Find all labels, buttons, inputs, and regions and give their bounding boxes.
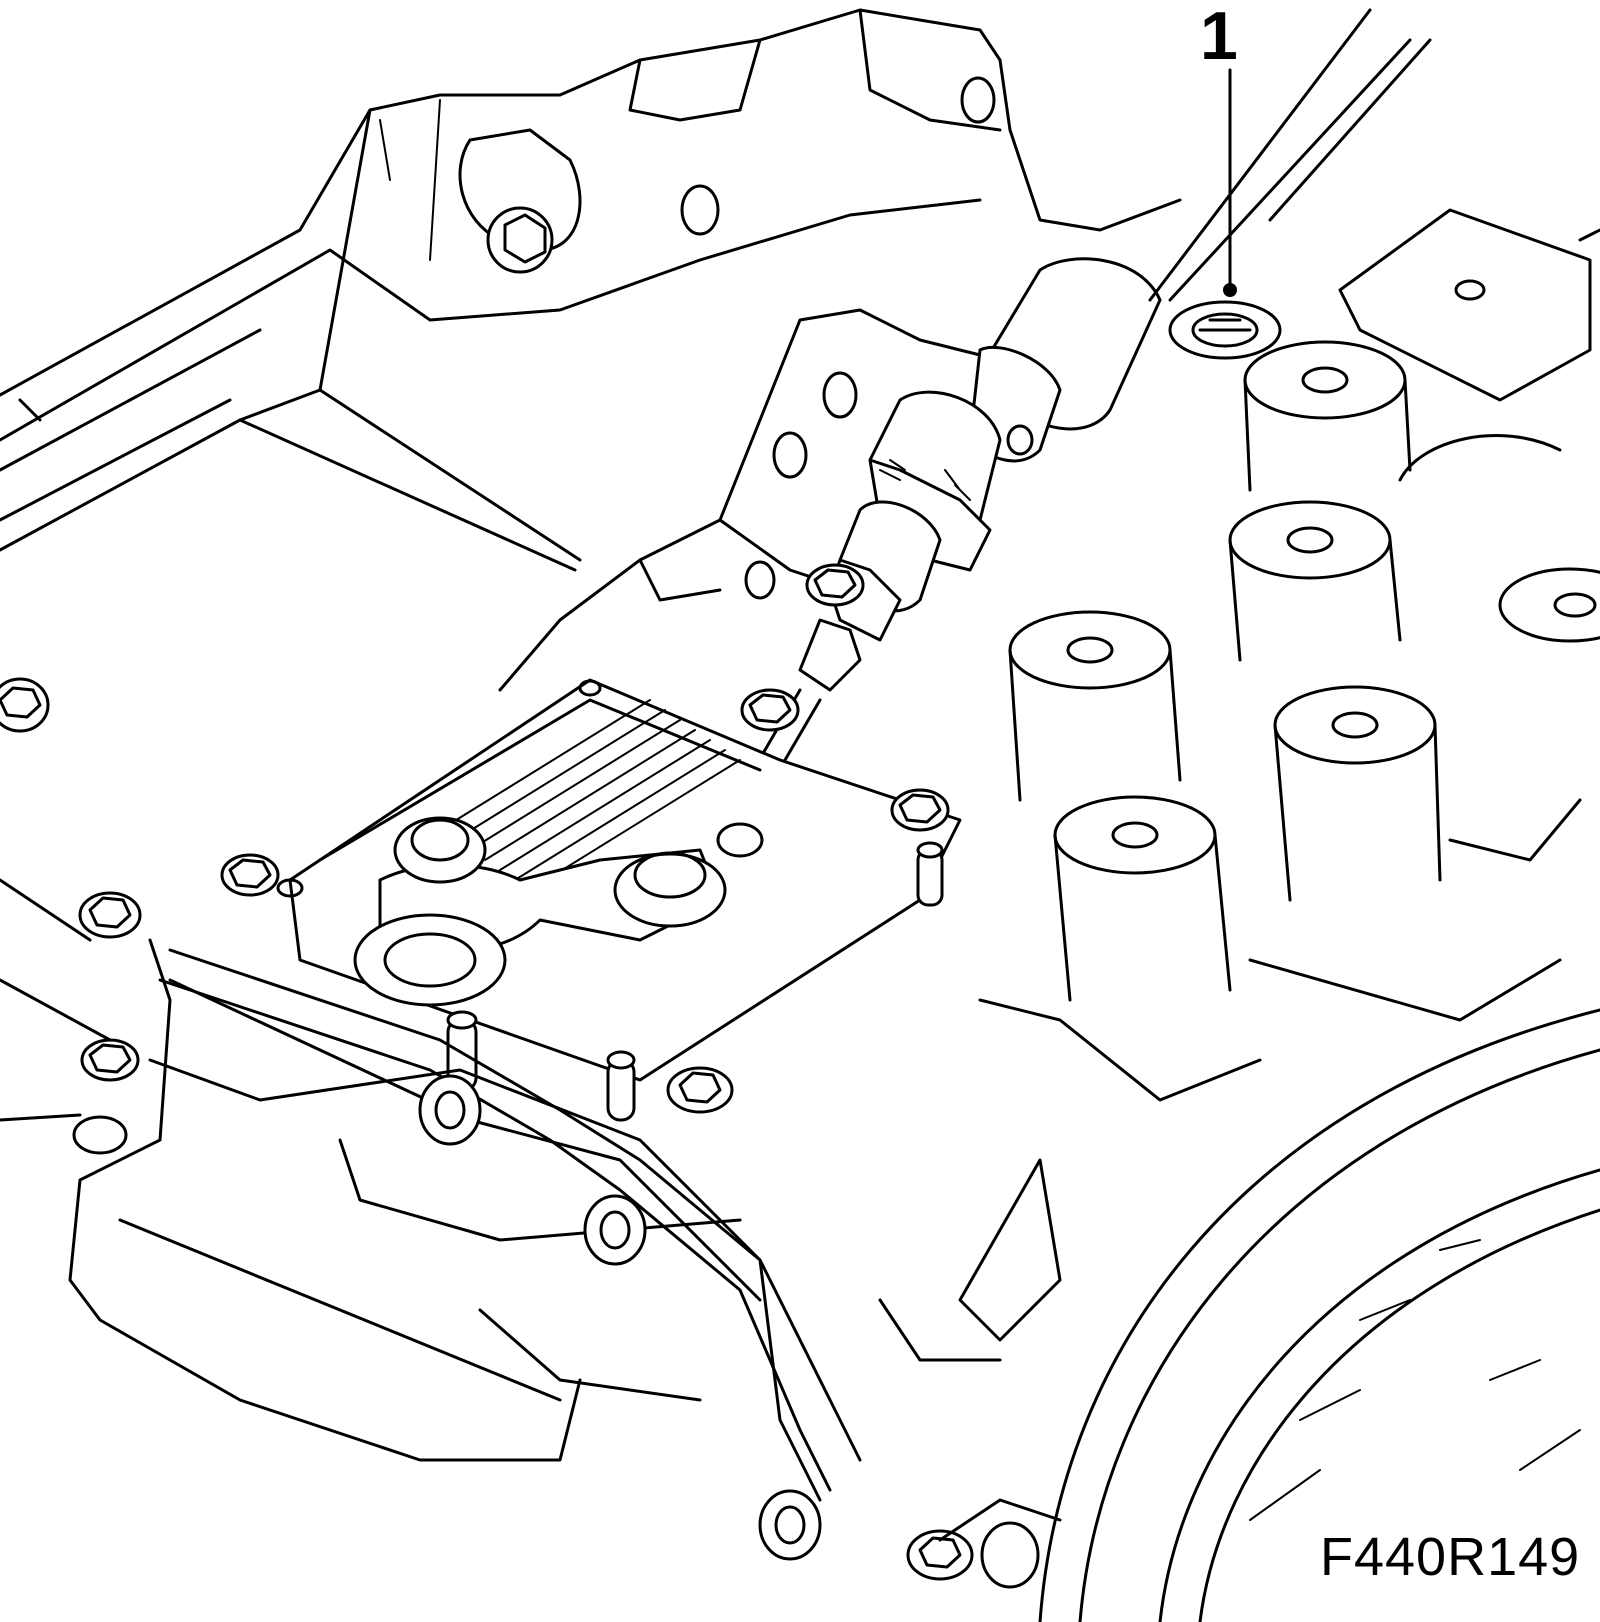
lower-pan bbox=[0, 878, 822, 1502]
figure-id: F440R149 bbox=[1320, 1527, 1581, 1587]
boss-right bbox=[1273, 685, 1442, 902]
upper-housing bbox=[0, 8, 1182, 572]
pan-flange bbox=[158, 948, 1040, 1589]
boss-far-right bbox=[1498, 567, 1600, 643]
housing-holes bbox=[680, 76, 996, 600]
bolt-g bbox=[72, 1115, 128, 1155]
boss-mid bbox=[1228, 500, 1402, 662]
boss-left bbox=[1008, 610, 1182, 802]
boss-top bbox=[1243, 340, 1412, 492]
bolt-d bbox=[220, 853, 280, 897]
upper-bolt bbox=[458, 128, 582, 274]
hex-bolts bbox=[0, 563, 974, 1581]
bolt-e bbox=[78, 891, 142, 939]
sensor-connector bbox=[728, 257, 1162, 822]
cover-ribs bbox=[439, 699, 741, 891]
boss-lower bbox=[1053, 795, 1232, 1002]
selector-lever bbox=[353, 816, 764, 1007]
callout-label-1: 1 bbox=[1200, 0, 1238, 74]
bolt-j bbox=[0, 677, 50, 733]
bolt-i bbox=[906, 1529, 974, 1581]
bosses bbox=[1008, 340, 1600, 1002]
flywheel-arc bbox=[1038, 1008, 1600, 1622]
bolt-c bbox=[890, 788, 950, 832]
bolt-f bbox=[80, 1038, 140, 1082]
bolt-a bbox=[805, 563, 865, 607]
bolt-h bbox=[666, 1066, 734, 1114]
bolt-b bbox=[740, 688, 800, 732]
callout-1-leader bbox=[1168, 68, 1282, 360]
right-lower-casing bbox=[878, 798, 1582, 1542]
